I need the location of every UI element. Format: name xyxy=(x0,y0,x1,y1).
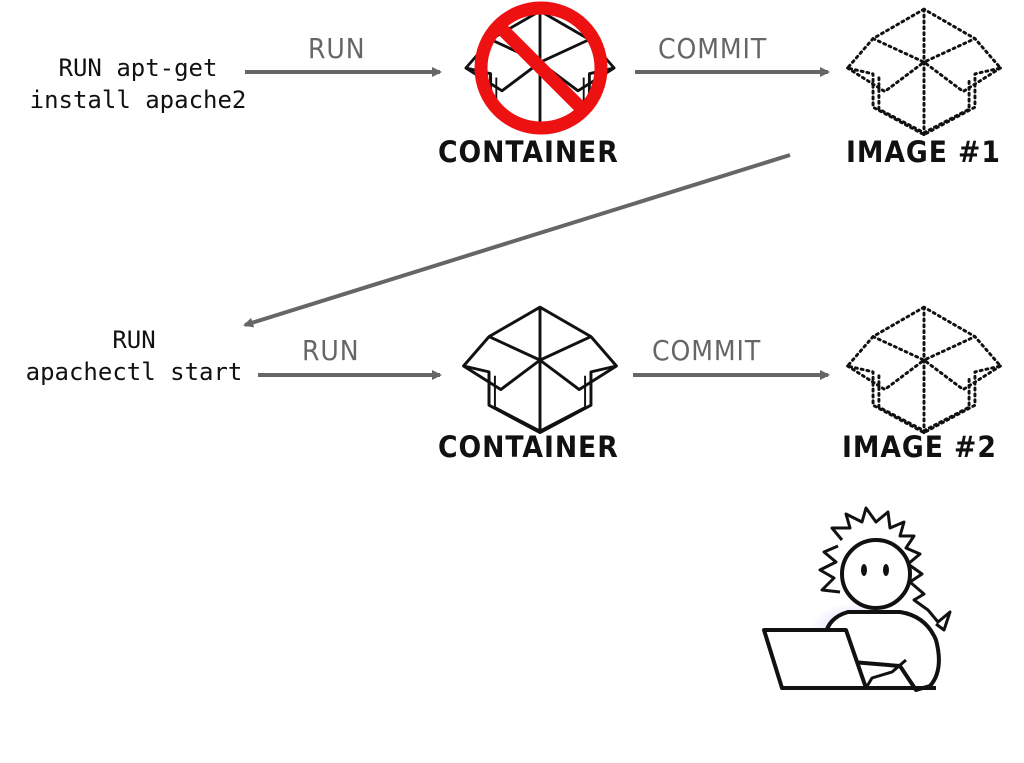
next-step-arrow xyxy=(243,153,791,328)
image-label-2: IMAGE #2 xyxy=(842,430,997,464)
container-label-1: CONTAINER xyxy=(438,135,619,169)
command-step-1: RUN apt-get install apache2 xyxy=(8,52,268,116)
command-line: RUN xyxy=(112,326,156,354)
command-line: install apache2 xyxy=(29,86,247,114)
commit-label-1: COMMIT xyxy=(658,32,768,65)
command-step-2: RUN apachectl start xyxy=(4,324,264,388)
dotted-box-icon xyxy=(846,7,1002,137)
run-label-2: RUN xyxy=(302,334,360,367)
dotted-box-icon xyxy=(846,305,1002,435)
command-line: RUN apt-get xyxy=(58,54,218,82)
commit-label-2: COMMIT xyxy=(652,334,762,367)
prohibited-sign-icon xyxy=(474,1,608,135)
container-label-2: CONTAINER xyxy=(438,430,619,464)
run-label-1: RUN xyxy=(308,32,366,65)
person-at-laptop-icon xyxy=(762,506,952,692)
open-box-icon xyxy=(462,305,618,435)
command-line: apachectl start xyxy=(25,358,243,386)
image-label-1: IMAGE #1 xyxy=(846,135,1001,169)
